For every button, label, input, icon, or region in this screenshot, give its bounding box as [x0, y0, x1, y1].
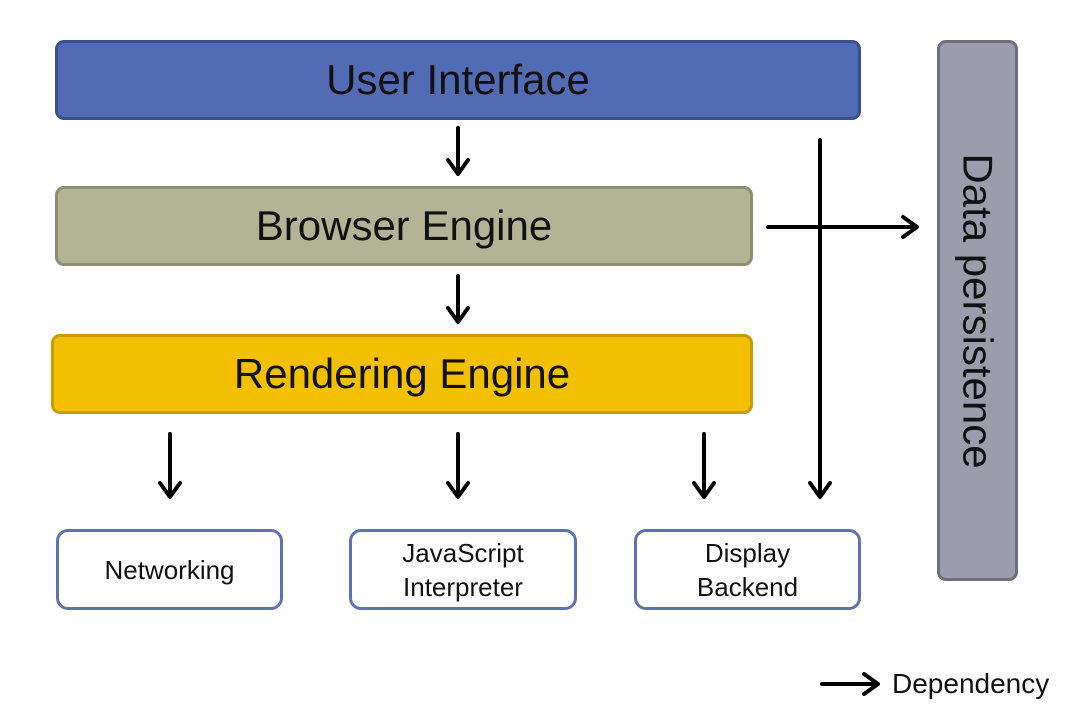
arrow-ui-to-browser-engine — [446, 126, 470, 176]
arrow-rendering-to-networking — [158, 432, 182, 499]
data-persistence-layer — [937, 40, 1018, 581]
arrow-browser-engine-to-rendering-engine — [446, 274, 470, 324]
networking-label: Networking — [104, 554, 235, 585]
networking-component: Networking — [56, 529, 283, 610]
browser-engine-layer: Browser Engine — [55, 186, 753, 266]
user-interface-layer: User Interface — [55, 40, 861, 120]
arrow-browser-engine-to-data-persistence — [766, 215, 919, 239]
legend-dependency-label: Dependency — [892, 668, 1050, 699]
user-interface-label: User Interface — [326, 56, 590, 103]
browser-engine-label: Browser Engine — [255, 202, 553, 249]
javascript-interpreter-label: JavaScript Interpreter — [402, 537, 524, 602]
arrow-rendering-to-javascript-interpreter — [446, 432, 470, 499]
javascript-interpreter-component: JavaScript Interpreter — [349, 529, 577, 610]
legend-arrow-icon — [820, 672, 880, 696]
rendering-engine-label: Rendering Engine — [233, 350, 571, 397]
rendering-engine-layer: Rendering Engine — [51, 334, 753, 414]
arrow-rendering-to-display-backend — [692, 432, 716, 499]
display-backend-label: Display Backend — [696, 537, 799, 602]
arrow-ui-to-display-backend — [808, 138, 832, 499]
display-backend-component: Display Backend — [634, 529, 861, 610]
